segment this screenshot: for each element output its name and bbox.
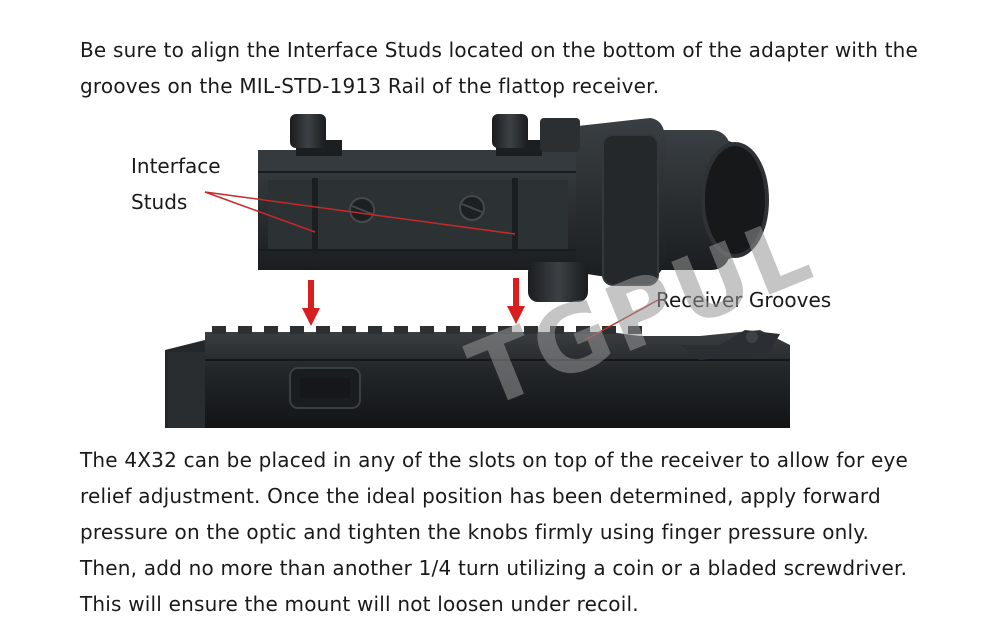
scope-optic [258,114,769,302]
scope-mount-diagram [165,114,790,428]
interface-stud-right [512,178,518,254]
instructions-line: relief adjustment. Once the ideal positi… [80,484,881,508]
rail-tooth [550,326,564,334]
rail-tooth [498,326,512,334]
alignment-arrows [302,278,525,326]
rail-tooth [472,326,486,334]
instructions-line: This will ensure the mount will not loos… [80,592,639,616]
rail-tooth [212,326,226,334]
picatinny-rail-grooves [212,326,642,334]
interface-studs-label: Interface [131,154,221,178]
rail-tooth [576,326,590,334]
flattop-receiver [165,326,790,428]
rail-tooth [420,326,434,334]
rail-tooth [628,326,642,334]
rail-tooth [290,326,304,334]
receiver-grooves-label: Receiver Grooves [656,288,832,312]
thumb-knob-left [290,114,326,148]
rail-tooth [446,326,460,334]
instructions-line: pressure on the optic and tighten the kn… [80,520,870,544]
instructions-line: Then, add no more than another 1/4 turn … [80,556,908,580]
rail-tooth [238,326,252,334]
rail-tooth [342,326,356,334]
thumb-knob-right [492,114,528,148]
rail-tooth [524,326,538,334]
intro-line: Be sure to align the Interface Studs loc… [80,38,919,62]
rail-tooth [264,326,278,334]
interface-studs-label-line2: Studs [131,190,188,214]
instructions-paragraph: The 4X32 can be placed in any of the slo… [80,442,960,622]
rail-tooth [602,326,616,334]
arrow-down-icon [507,306,525,324]
interface-stud-left [312,178,318,254]
rail-tooth [316,326,330,334]
arrow-down-icon [302,308,320,326]
intro-line: grooves on the MIL-STD-1913 Rail of the … [80,74,660,98]
rail-tooth [368,326,382,334]
rail-tooth [394,326,408,334]
instructions-line: The 4X32 can be placed in any of the slo… [80,448,908,472]
callout-leaders [204,191,659,341]
intro-paragraph: Be sure to align the Interface Studs loc… [80,32,960,104]
